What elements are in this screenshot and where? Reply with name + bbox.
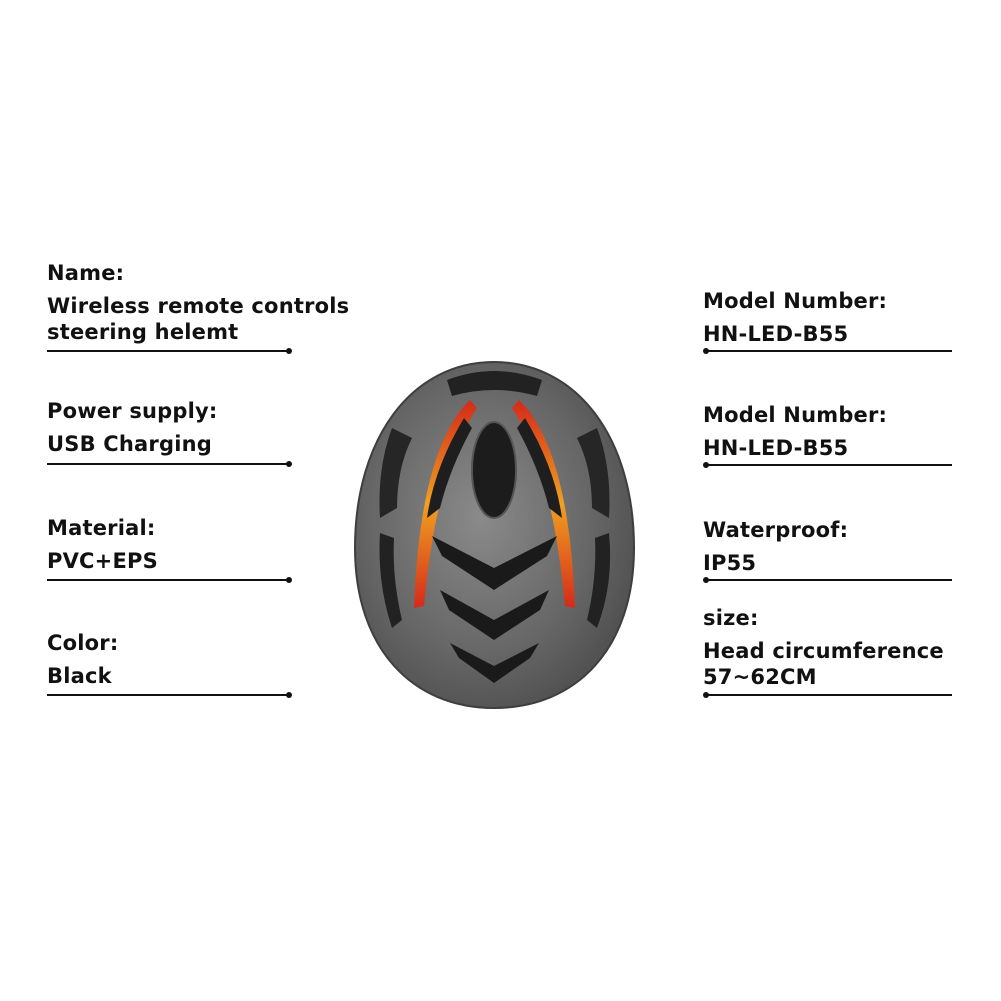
spec-model-number: Model Number: HN-LED-B55 bbox=[703, 288, 887, 347]
spec-value: steering helemt bbox=[47, 320, 239, 344]
spec-value: Wireless remote controls bbox=[47, 294, 350, 318]
spec-model-number-2: Model Number: HN-LED-B55 bbox=[703, 402, 887, 461]
divider-line bbox=[47, 348, 292, 354]
spec-waterproof: Waterproof: IP55 bbox=[703, 517, 848, 576]
divider-line bbox=[47, 461, 292, 467]
spec-value: IP55 bbox=[703, 551, 757, 575]
spec-label: size: bbox=[703, 606, 759, 630]
spec-value: HN-LED-B55 bbox=[703, 436, 849, 460]
divider-line bbox=[703, 577, 952, 583]
divider-line bbox=[47, 577, 292, 583]
spec-label: Material: bbox=[47, 516, 156, 540]
helmet-image bbox=[353, 360, 636, 710]
spec-label: Name: bbox=[47, 261, 125, 285]
bullet-dot-icon bbox=[286, 577, 292, 583]
spec-value: PVC+EPS bbox=[47, 549, 158, 573]
spec-color: Color: Black bbox=[47, 630, 118, 689]
spec-label: Power supply: bbox=[47, 399, 218, 423]
bullet-dot-icon bbox=[703, 348, 709, 354]
bullet-dot-icon bbox=[286, 692, 292, 698]
spec-value: 57~62CM bbox=[703, 665, 817, 689]
bullet-dot-icon bbox=[286, 348, 292, 354]
divider-line bbox=[703, 692, 952, 698]
bullet-dot-icon bbox=[703, 462, 709, 468]
spec-label: Model Number: bbox=[703, 289, 888, 313]
spec-label: Model Number: bbox=[703, 403, 888, 427]
divider-line bbox=[703, 462, 952, 468]
divider-line bbox=[47, 692, 292, 698]
bullet-dot-icon bbox=[286, 461, 292, 467]
spec-value: Black bbox=[47, 664, 112, 688]
spec-label: Color: bbox=[47, 631, 119, 655]
divider-line bbox=[703, 348, 952, 354]
spec-name: Name: Wireless remote controls steering … bbox=[47, 260, 349, 345]
spec-value: USB Charging bbox=[47, 432, 212, 456]
spec-power-supply: Power supply: USB Charging bbox=[47, 398, 218, 457]
bullet-dot-icon bbox=[703, 692, 709, 698]
spec-label: Waterproof: bbox=[703, 518, 849, 542]
spec-material: Material: PVC+EPS bbox=[47, 515, 158, 574]
spec-size: size: Head circumference 57~62CM bbox=[703, 605, 944, 690]
spec-value: Head circumference bbox=[703, 639, 944, 663]
bullet-dot-icon bbox=[703, 577, 709, 583]
spec-value: HN-LED-B55 bbox=[703, 322, 849, 346]
